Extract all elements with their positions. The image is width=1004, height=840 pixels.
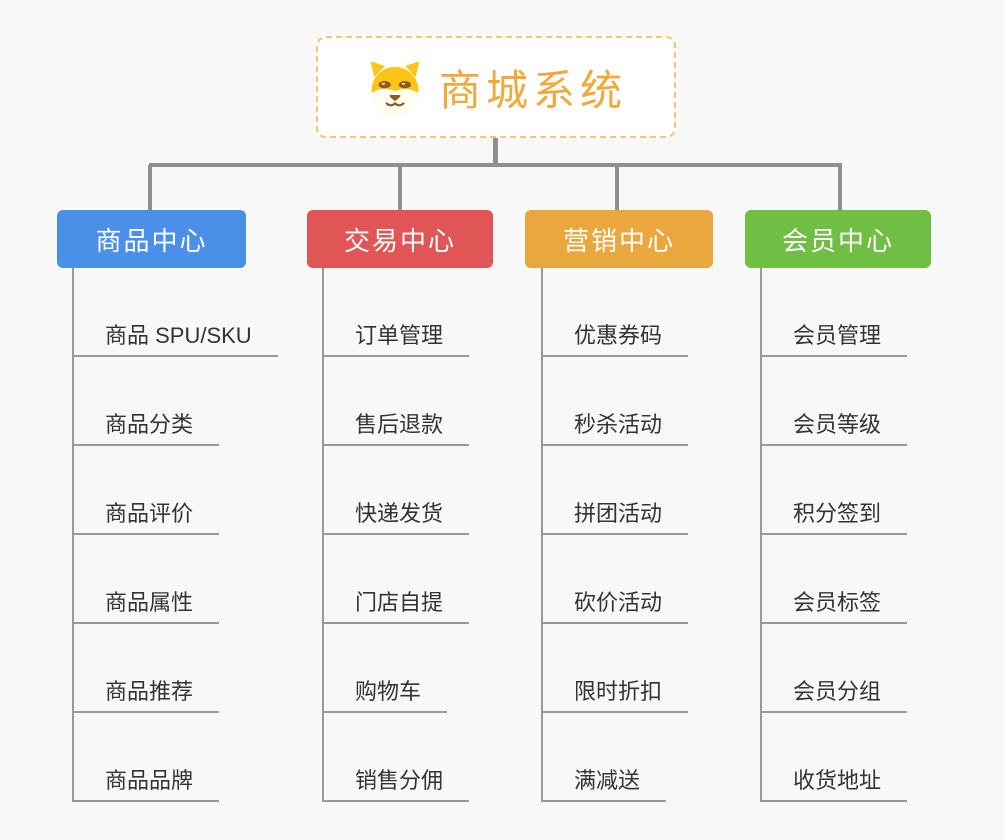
branch-column-members: 会员管理 会员等级 积分签到 会员标签 会员分组 收货地址 [760,268,1000,808]
branch-trunk-line [72,268,74,802]
connector-drop-trade [398,165,402,210]
branch-label: 商品中心 [95,225,208,256]
leaf-node[interactable]: 拼团活动 [541,501,689,535]
leaf-node[interactable]: 商品品牌 [72,768,220,802]
leaf-node[interactable]: 快递发货 [322,501,470,535]
connector-root-stem [493,137,498,165]
branch-header-members[interactable]: 会员中心 [745,210,931,268]
leaf-node[interactable]: 会员标签 [760,590,908,624]
branch-header-marketing[interactable]: 营销中心 [525,210,713,268]
leaf-node[interactable]: 订单管理 [322,323,470,357]
branch-label: 会员中心 [781,225,894,256]
leaf-node[interactable]: 购物车 [322,679,448,713]
branch-trunk-line [760,268,762,802]
leaf-node[interactable]: 砍价活动 [541,590,689,624]
leaf-node[interactable]: 门店自提 [322,590,470,624]
root-node[interactable]: 商城系统 [316,36,676,138]
leaf-node[interactable]: 限时折扣 [541,679,689,713]
leaf-node[interactable]: 商品分类 [72,412,220,446]
leaf-node[interactable]: 商品 SPU/SKU [72,323,278,357]
leaf-node[interactable]: 收货地址 [760,768,908,802]
root-title: 商城系统 [438,66,627,114]
branch-label: 营销中心 [562,225,675,256]
branch-trunk-line [322,268,324,802]
connector-drop-members [838,165,842,210]
branch-header-products[interactable]: 商品中心 [57,210,246,268]
dog-face-icon [365,59,425,116]
leaf-node[interactable]: 秒杀活动 [541,412,689,446]
branch-label: 交易中心 [343,225,456,256]
leaf-node[interactable]: 销售分佣 [322,768,470,802]
leaf-node[interactable]: 商品推荐 [72,679,220,713]
branch-column-trade: 订单管理 售后退款 快递发货 门店自提 购物车 销售分佣 [322,268,562,808]
connector-drop-products [148,165,152,210]
leaf-node[interactable]: 售后退款 [322,412,470,446]
leaf-node[interactable]: 商品评价 [72,501,220,535]
branch-column-marketing: 优惠券码 秒杀活动 拼团活动 砍价活动 限时折扣 满减送 [541,268,781,808]
connector-drop-marketing [615,165,619,210]
connector-bus-line [149,163,842,167]
leaf-node[interactable]: 积分签到 [760,501,908,535]
leaf-node[interactable]: 商品属性 [72,590,220,624]
leaf-node[interactable]: 满减送 [541,768,667,802]
branch-trunk-line [541,268,543,802]
leaf-node[interactable]: 会员管理 [760,323,908,357]
branch-column-products: 商品 SPU/SKU 商品分类 商品评价 商品属性 商品推荐 商品品牌 [72,268,312,808]
leaf-node[interactable]: 会员分组 [760,679,908,713]
leaf-node[interactable]: 优惠券码 [541,323,689,357]
leaf-node[interactable]: 会员等级 [760,412,908,446]
branch-header-trade[interactable]: 交易中心 [307,210,493,268]
